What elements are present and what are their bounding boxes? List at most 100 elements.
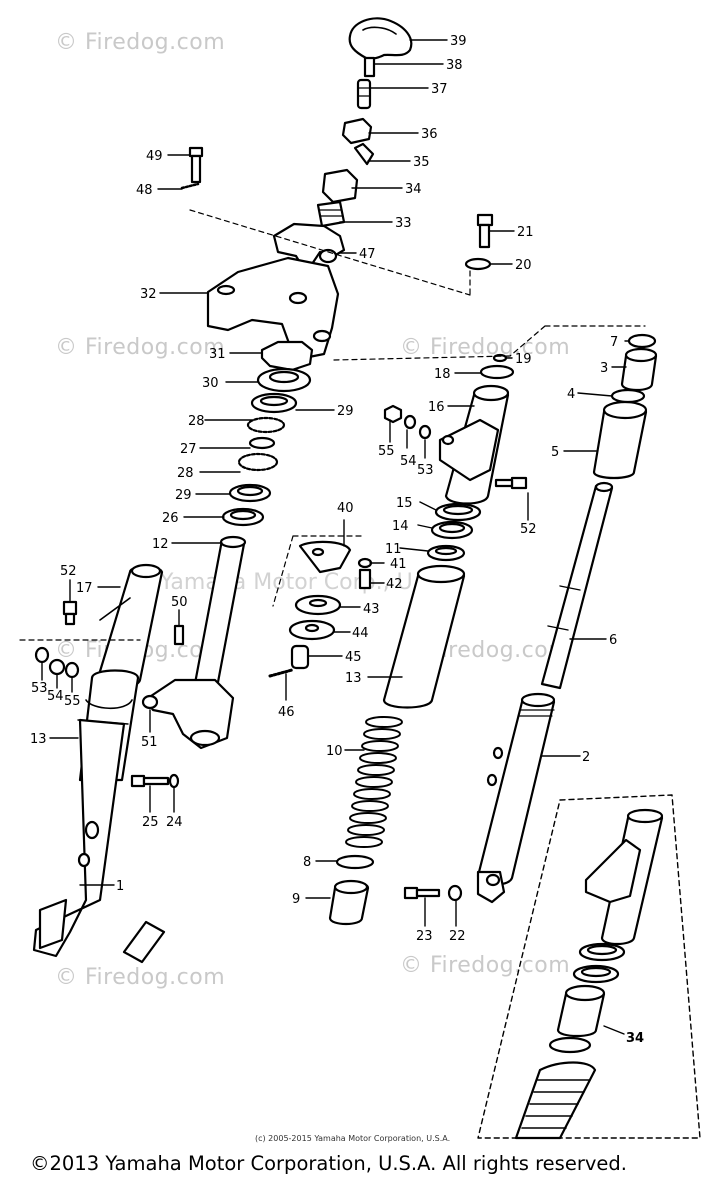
label-5: 5 [551, 445, 559, 460]
watermark-line: Yamaha Motor Corp., U.S.A. [160, 570, 463, 595]
part-22 [447, 884, 463, 902]
part-41 [357, 557, 373, 569]
label-10: 10 [326, 744, 343, 759]
part-35 [353, 142, 375, 166]
label-35: 35 [413, 155, 430, 170]
label-24: 24 [166, 815, 183, 830]
inset-ring [548, 1036, 592, 1054]
label-23: 23 [416, 929, 433, 944]
label-4: 4 [567, 387, 575, 402]
label-55b: 55 [64, 694, 81, 709]
label-44: 44 [352, 626, 369, 641]
part-7a [627, 333, 657, 349]
label-33: 33 [395, 216, 412, 231]
part-28a [246, 416, 286, 434]
part-6-inner-tube [540, 484, 614, 690]
label-51: 51 [141, 735, 158, 750]
label-31: 31 [209, 347, 226, 362]
part-55a [383, 404, 403, 424]
label-14: 14 [392, 519, 409, 534]
inset-box [477, 794, 701, 1139]
part-23 [403, 886, 419, 900]
label-43: 43 [363, 602, 380, 617]
part-4 [610, 388, 646, 404]
watermark: © Firedog.com [55, 335, 226, 360]
part-21-bolt [476, 213, 494, 227]
label-54b: 54 [47, 689, 64, 704]
part-52b [62, 600, 78, 616]
label-22: 22 [449, 929, 466, 944]
label-39: 39 [450, 34, 467, 49]
label-3: 3 [600, 361, 608, 376]
label-40: 40 [337, 501, 354, 516]
part-39-knob-detail [362, 26, 397, 35]
part-28b [237, 452, 279, 472]
label-19: 19 [515, 352, 532, 367]
label-26: 26 [162, 511, 179, 526]
label-54a: 54 [400, 454, 417, 469]
label-42: 42 [386, 577, 403, 592]
label-34-inset: 34 [626, 1031, 644, 1046]
label-32: 32 [140, 287, 157, 302]
part-38 [363, 56, 376, 78]
part-17-tube [96, 565, 164, 688]
label-55a: 55 [378, 444, 395, 459]
part-32-crown [206, 256, 340, 360]
part-25 [130, 774, 146, 788]
label-36: 36 [421, 127, 438, 142]
label-28a: 28 [188, 414, 205, 429]
label-12: 12 [152, 537, 169, 552]
copyright-small: (c) 2005-2015 Yamaha Motor Corporation, … [255, 1134, 451, 1143]
part-53b [34, 646, 50, 664]
part-52a [510, 476, 528, 490]
part-46 [268, 668, 294, 678]
part-34-nut [321, 168, 359, 204]
label-46: 46 [278, 705, 295, 720]
watermark: © Firedog.com [55, 965, 226, 990]
label-8: 8 [303, 855, 311, 870]
watermark: © Firedog.com [400, 953, 571, 978]
label-18: 18 [434, 367, 451, 382]
label-29a: 29 [337, 404, 354, 419]
part-55b [64, 661, 80, 679]
watermark: © Firedog.com [400, 335, 571, 360]
label-13a: 13 [345, 671, 362, 686]
label-50: 50 [171, 595, 188, 610]
part-54a [403, 414, 417, 430]
part-48-spring [180, 182, 200, 190]
label-53b: 53 [31, 681, 48, 696]
label-28b: 28 [177, 466, 194, 481]
part-2-outer-tube [476, 694, 556, 886]
label-27: 27 [180, 442, 197, 457]
part-36-nut [341, 117, 373, 145]
label-29b: 29 [175, 488, 192, 503]
label-15: 15 [396, 496, 413, 511]
part-54b [48, 658, 66, 676]
part-40-plate [298, 540, 352, 574]
part-50 [173, 624, 185, 646]
callout-labels: 39 38 37 36 35 34 33 47 49 48 21 20 32 3… [30, 34, 644, 1046]
part-45 [290, 644, 310, 670]
part-49-bolt [188, 146, 204, 158]
part-27 [248, 436, 276, 450]
label-52b: 52 [60, 564, 77, 579]
part-24 [168, 773, 180, 789]
label-49: 49 [146, 149, 163, 164]
label-6: 6 [609, 633, 617, 648]
label-16: 16 [428, 400, 445, 415]
part-18 [479, 364, 515, 380]
label-47: 47 [359, 247, 376, 262]
label-11: 11 [385, 542, 402, 557]
part-1-slider [32, 718, 126, 958]
part-20-washer [464, 257, 492, 271]
label-45: 45 [345, 650, 362, 665]
label-17: 17 [76, 581, 93, 596]
part-42 [358, 568, 372, 590]
label-13b: 13 [30, 732, 47, 747]
label-20: 20 [515, 258, 532, 273]
label-38: 38 [446, 58, 463, 73]
part-39-knob [348, 17, 413, 60]
label-48: 48 [136, 183, 153, 198]
